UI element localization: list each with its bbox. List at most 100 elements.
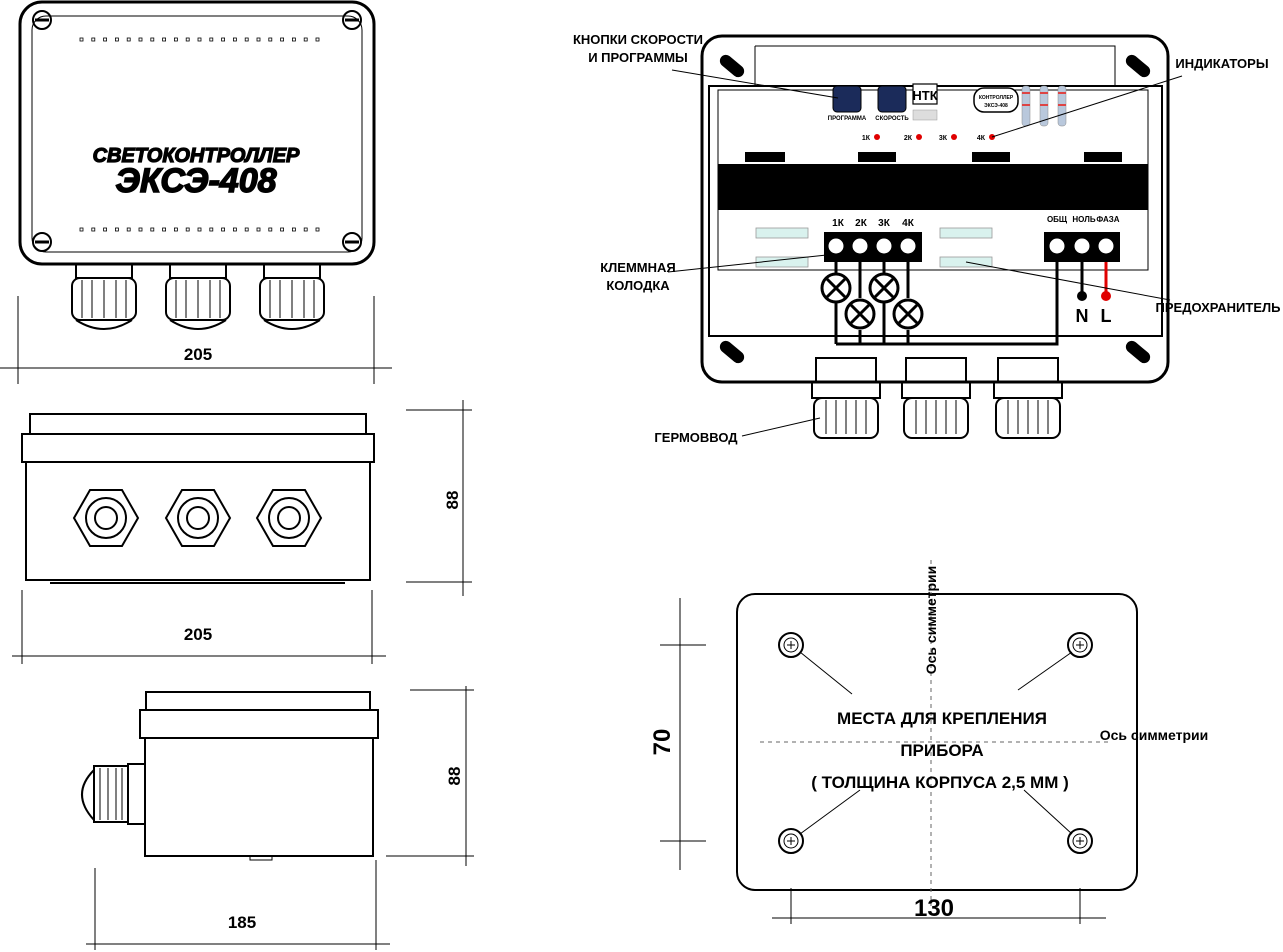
terminal-label-1: 1К (832, 218, 845, 229)
vent-dot (162, 37, 167, 42)
end-body (144, 737, 374, 857)
brand-logo: НТК (912, 88, 937, 103)
vent-dots (79, 37, 320, 232)
end-width-label: 185 (228, 913, 256, 932)
end-width-dimension: 185 (86, 860, 390, 950)
power-terminal-block: ОБЩ НОЛЬ ФАЗА (1044, 215, 1120, 262)
mounting-text-line2: ПРИБОРА (900, 741, 983, 760)
vent-dot (291, 227, 296, 232)
lamp-4 (892, 298, 924, 330)
front-title-line2: ЭКСЭ-408 (115, 162, 276, 200)
vent-dot (209, 37, 214, 42)
mounting-plate: Ось симметрии Ось симметрии МЕСТА ДЛЯ КР… (649, 560, 1208, 924)
vent-dot (232, 227, 237, 232)
vent-dot (126, 227, 131, 232)
program-button-label: ПРОГРАММА (828, 116, 867, 122)
callout-fuse: ПРЕДОХРАНИТЕЛЬ (1156, 300, 1281, 315)
vent-dot (115, 227, 119, 232)
vent-dot (162, 227, 167, 232)
power-label-phase: ФАЗА (1096, 215, 1119, 224)
end-height-label: 88 (445, 767, 464, 786)
side-width-label: 205 (184, 625, 212, 644)
vent-dot (256, 37, 261, 42)
callout-terminal-line1: КЛЕММНАЯ (600, 260, 676, 275)
vent-dot (303, 37, 308, 42)
led-3 (951, 134, 957, 140)
vent-dot (91, 227, 96, 232)
mounting-holes (778, 632, 1093, 854)
phase-terminal-dot (1101, 291, 1111, 301)
led-label-4: 4К (977, 135, 986, 142)
lamp-wiring: N L (820, 262, 1112, 346)
vent-dot (126, 37, 131, 42)
lamp-2 (844, 298, 876, 330)
speed-button[interactable]: СКОРОСТЬ (875, 85, 909, 122)
badge-line1: КОНТРОЛЛЕР (979, 95, 1014, 101)
end-lid-top (145, 691, 371, 711)
vent-dot (280, 227, 285, 232)
callout-buttons-line1: КНОПКИ СКОРОСТИ (573, 32, 703, 47)
callout-terminal-line2: КОЛОДКА (606, 278, 670, 293)
front-width-label: 205 (184, 345, 212, 364)
side-lid-top (29, 413, 367, 435)
vent-dot (103, 37, 107, 42)
led-1 (874, 134, 880, 140)
vertical-axis-label: Ось симметрии (923, 566, 939, 675)
power-label-neutral: НОЛЬ (1072, 215, 1095, 224)
side-height-label: 88 (443, 491, 462, 510)
end-height-dimension: 88 (386, 686, 474, 866)
mounting-height-label: 70 (649, 729, 676, 756)
led-label-3: 3К (939, 135, 948, 142)
side-view: 205 88 (12, 400, 472, 664)
neutral-terminal-dot (1077, 291, 1087, 301)
side-body (25, 461, 371, 581)
side-gland-holes (72, 489, 323, 547)
vent-dot (221, 227, 226, 232)
terminal-label-4: 4К (902, 218, 915, 229)
end-cable-gland (81, 763, 146, 825)
side-width-dimension: 205 (12, 590, 386, 664)
corner-screws (719, 54, 1151, 364)
wiring-inner-frame (708, 85, 1163, 337)
wiring-cable-glands (811, 357, 1063, 439)
vent-dot (150, 37, 155, 42)
vent-dot (291, 37, 296, 42)
program-button[interactable]: ПРОГРАММА (828, 85, 867, 122)
vent-dot (138, 37, 143, 42)
vent-dot (303, 227, 308, 232)
side-height-dimension: 88 (406, 400, 472, 596)
vent-dot (103, 227, 107, 232)
vent-dot (173, 227, 178, 232)
vent-dot (209, 227, 214, 232)
front-enclosure (18, 0, 376, 266)
vent-dot (268, 227, 273, 232)
vent-dot (315, 227, 320, 232)
vent-dot (150, 227, 155, 232)
mounting-outline (736, 593, 1138, 891)
vent-dot (185, 37, 190, 42)
mounting-width-label: 130 (914, 895, 954, 922)
vent-dot (244, 227, 249, 232)
vent-dot (173, 37, 178, 42)
vent-dot (315, 37, 320, 42)
neutral-label: N (1076, 306, 1089, 326)
indicator-leds: 1К 2К 3К 4К (862, 134, 995, 142)
vent-dot (256, 227, 261, 232)
phase-label: L (1101, 306, 1112, 326)
vent-dot (280, 37, 285, 42)
led-2 (916, 134, 922, 140)
callout-indicators: ИНДИКАТОРЫ (1175, 56, 1268, 71)
terminal-label-3: 3К (878, 218, 891, 229)
terminal-label-2: 2К (855, 218, 868, 229)
end-view: 185 88 (81, 686, 474, 950)
vent-dot (221, 37, 226, 42)
front-width-dimension: 205 (0, 296, 392, 384)
vent-dot (244, 37, 249, 42)
board-black-bar (718, 164, 1148, 210)
side-lid (21, 433, 375, 463)
mounting-text-line1: МЕСТА ДЛЯ КРЕПЛЕНИЯ (837, 709, 1047, 728)
wiring-diagram: ПРОГРАММА СКОРОСТЬ НТК КОНТРОЛЛЕР ЭКСЭ-4… (573, 32, 1281, 445)
front-view: СВЕТОКОНТРОЛЛЕР ЭКСЭ-408 (0, 0, 392, 384)
vent-dot (91, 37, 96, 42)
